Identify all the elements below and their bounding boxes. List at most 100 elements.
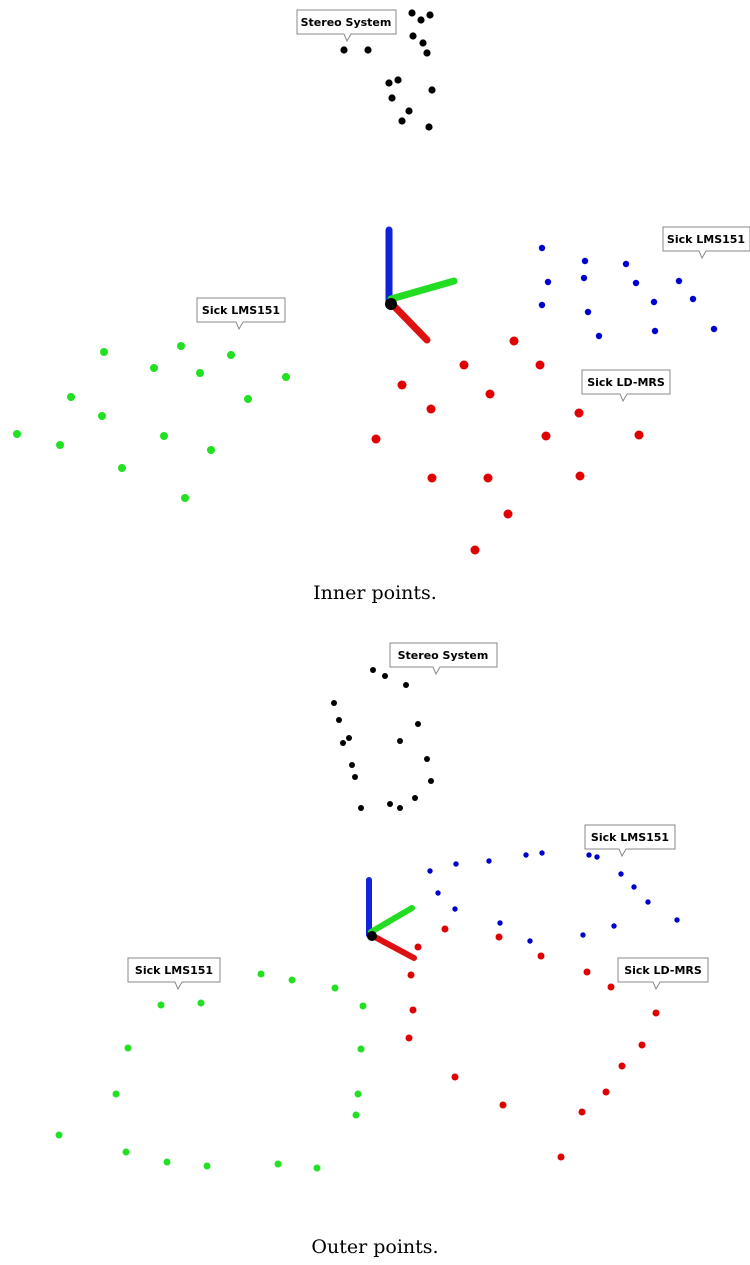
point	[257, 970, 265, 978]
point	[349, 762, 355, 768]
point	[441, 925, 449, 933]
point	[417, 16, 425, 24]
point	[359, 1002, 367, 1010]
point	[527, 938, 533, 944]
point	[495, 933, 503, 941]
point	[98, 412, 106, 420]
point	[67, 393, 75, 401]
point	[503, 509, 513, 519]
callout-lms-blue-outer: Sick LMS151	[584, 824, 676, 858]
point	[650, 298, 658, 306]
point	[197, 999, 205, 1007]
point	[352, 1111, 360, 1119]
point	[370, 667, 376, 673]
point	[397, 805, 403, 811]
point	[499, 1101, 507, 1109]
point-cloud-sick-lms151-a	[538, 244, 718, 340]
point	[607, 983, 615, 991]
point	[405, 107, 413, 115]
callout-ldmrs-outer: Sick LD-MRS	[617, 957, 709, 991]
point	[580, 932, 586, 938]
point	[435, 890, 441, 896]
point-cloud-stereo	[331, 667, 434, 811]
inner-point-clouds	[13, 9, 718, 555]
callout-stereo-inner: Stereo System	[296, 9, 397, 43]
point	[535, 360, 545, 370]
point	[632, 279, 640, 287]
point	[538, 244, 546, 252]
point	[485, 389, 495, 399]
point	[618, 871, 624, 877]
point	[412, 795, 418, 801]
point	[55, 1131, 63, 1139]
point	[274, 1160, 282, 1168]
point	[618, 1062, 626, 1070]
origin	[367, 931, 377, 941]
point	[634, 430, 644, 440]
point	[385, 79, 393, 87]
point	[427, 868, 433, 874]
point	[425, 123, 433, 131]
point	[509, 336, 519, 346]
callout-lms-green-inner: Sick LMS151	[196, 297, 286, 331]
point	[583, 968, 591, 976]
point	[452, 906, 458, 912]
point	[282, 373, 290, 381]
point	[403, 682, 409, 688]
point	[397, 738, 403, 744]
point	[56, 441, 64, 449]
outer-points-panel: Stereo System Sick LMS151 Sick LMS151 Si…	[0, 620, 750, 1220]
point	[397, 380, 407, 390]
caption-outer: Outer points.	[311, 1236, 439, 1258]
point	[414, 943, 422, 951]
point	[459, 360, 469, 370]
point	[689, 295, 697, 303]
point	[602, 1088, 610, 1096]
point	[387, 801, 393, 807]
point	[124, 1044, 132, 1052]
point	[388, 94, 396, 102]
callout-label: Stereo System	[301, 16, 392, 29]
point	[674, 917, 680, 923]
point	[537, 952, 545, 960]
point	[352, 774, 358, 780]
point-cloud-sick-lms151-b	[13, 342, 290, 502]
point	[453, 861, 459, 867]
point	[419, 39, 427, 47]
point	[638, 1041, 646, 1049]
point	[645, 899, 651, 905]
point	[451, 1073, 459, 1081]
point	[557, 1153, 565, 1161]
point	[544, 278, 552, 286]
point	[157, 1001, 165, 1009]
caption-inner: Inner points.	[313, 582, 437, 604]
point	[675, 277, 683, 285]
x-axis	[370, 933, 417, 961]
point	[415, 721, 421, 727]
point-cloud-sick-ldmrs	[371, 336, 644, 555]
point	[584, 308, 592, 316]
point	[586, 852, 592, 858]
point	[150, 364, 158, 372]
point	[354, 1090, 362, 1098]
point	[595, 332, 603, 340]
point	[340, 740, 346, 746]
point	[358, 805, 364, 811]
point	[427, 473, 437, 483]
coordinate-frame-inner	[385, 226, 458, 344]
point	[541, 431, 551, 441]
point	[486, 858, 492, 864]
callout-label: Sick LMS151	[667, 233, 745, 246]
point	[523, 852, 529, 858]
origin	[385, 298, 397, 310]
inner-points-panel: Stereo System Sick LMS151 Sick LMS151 Si…	[0, 0, 750, 580]
point	[470, 545, 480, 555]
point	[426, 404, 436, 414]
point	[428, 778, 434, 784]
point	[574, 408, 584, 418]
coordinate-frame-outer	[366, 877, 417, 961]
point	[398, 117, 406, 125]
point-cloud-sick-ldmrs	[405, 925, 660, 1161]
callout-stereo-outer: Stereo System	[389, 642, 498, 676]
point	[346, 735, 352, 741]
